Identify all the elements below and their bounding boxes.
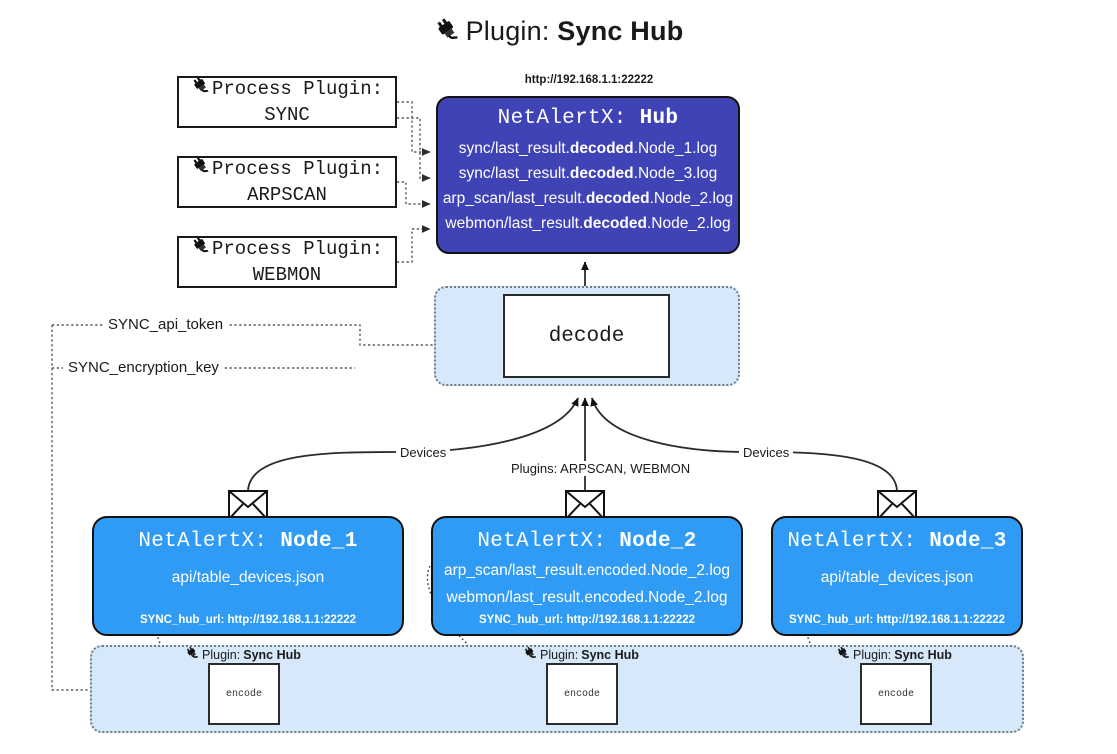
process-plugin-name: ARPSCAN — [247, 184, 327, 206]
encode-label: encode — [877, 688, 914, 700]
process-plugin-label: Process Plugin: — [211, 157, 384, 180]
process-plugin-name: WEBMON — [252, 264, 322, 286]
encode-label: encode — [225, 688, 262, 700]
plug-icon — [434, 17, 460, 50]
hub-log-line: sync/last_result.decoded.Node_3.log — [458, 165, 718, 183]
process-plugin-arpscan[interactable]: Process Plugin: ARPSCAN — [177, 156, 397, 208]
process-plugin-name: SYNC — [264, 104, 310, 126]
edge-label-devices-left: Devices — [396, 445, 451, 460]
envelope-icon — [565, 490, 605, 525]
plug-icon — [191, 156, 210, 183]
hub-log-line: arp_scan/last_result.decoded.Node_2.log — [442, 190, 734, 208]
hub-title-prefix: NetAlertX: — [497, 107, 640, 130]
plug-icon — [191, 76, 210, 103]
node-line: webmon/last_result.encoded.Node_2.log — [446, 589, 728, 606]
sync-encryption-key-label: SYNC_encryption_key — [63, 359, 224, 376]
node-title: NetAlertX: Node_1 — [138, 530, 358, 553]
encoder-caption-3: Plugin: Sync Hub — [836, 646, 952, 663]
process-plugin-label: Process Plugin: — [211, 77, 384, 100]
page-title: Plugin: Sync Hub — [0, 16, 1117, 50]
encoder-caption-1: Plugin: Sync Hub — [185, 646, 301, 663]
process-plugin-webmon[interactable]: Process Plugin: WEBMON — [177, 236, 397, 288]
node-line: api/table_devices.json — [171, 569, 325, 586]
title-prefix: Plugin: — [465, 16, 558, 46]
node-title: NetAlertX: Node_2 — [477, 530, 697, 553]
envelope-icon — [228, 490, 268, 525]
encode-box-3[interactable]: encode — [860, 663, 932, 725]
hub-log-line: webmon/last_result.decoded.Node_2.log — [445, 215, 731, 233]
process-plugin-sync[interactable]: Process Plugin: SYNC — [177, 76, 397, 128]
node-2[interactable]: NetAlertX: Node_2 arp_scan/last_result.e… — [431, 516, 743, 636]
node-3[interactable]: NetAlertX: Node_3 api/table_devices.json… — [771, 516, 1023, 636]
edge-label-plugins-center: Plugins: ARPSCAN, WEBMON — [507, 461, 695, 476]
plug-icon — [191, 236, 210, 263]
node-footer: SYNC_hub_url: http://192.168.1.1:22222 — [139, 614, 357, 626]
encode-box-2[interactable]: encode — [546, 663, 618, 725]
decode-box[interactable]: decode — [503, 294, 670, 378]
node-title: NetAlertX: Node_3 — [787, 530, 1007, 553]
node-1[interactable]: NetAlertX: Node_1 api/table_devices.json… — [92, 516, 404, 636]
node-footer: SYNC_hub_url: http://192.168.1.1:22222 — [788, 614, 1006, 626]
hub-log-line: sync/last_result.decoded.Node_1.log — [458, 140, 718, 157]
process-plugin-label: Process Plugin: — [211, 237, 384, 260]
encode-label: encode — [563, 688, 600, 700]
node-footer: SYNC_hub_url: http://192.168.1.1:22222 — [478, 614, 696, 626]
decode-label: decode — [548, 324, 625, 348]
title-name: Sync Hub — [557, 16, 684, 46]
plug-icon — [523, 646, 537, 663]
hub-title-name: Hub — [639, 107, 679, 130]
plug-icon — [185, 646, 199, 663]
plug-icon — [836, 646, 850, 663]
encoder-caption-2: Plugin: Sync Hub — [523, 646, 639, 663]
node-line: api/table_devices.json — [820, 569, 974, 586]
node-line: arp_scan/last_result.encoded.Node_2.log — [443, 562, 731, 579]
hub-node[interactable]: NetAlertX: Hub sync/last_result.decoded.… — [436, 96, 740, 254]
hub-url-label: http://192.168.1.1:22222 — [524, 74, 654, 86]
sync-api-token-label: SYNC_api_token — [103, 316, 229, 333]
hub-title: NetAlertX: Hub — [438, 107, 738, 130]
encode-box-1[interactable]: encode — [208, 663, 280, 725]
edge-label-devices-right: Devices — [739, 445, 794, 460]
